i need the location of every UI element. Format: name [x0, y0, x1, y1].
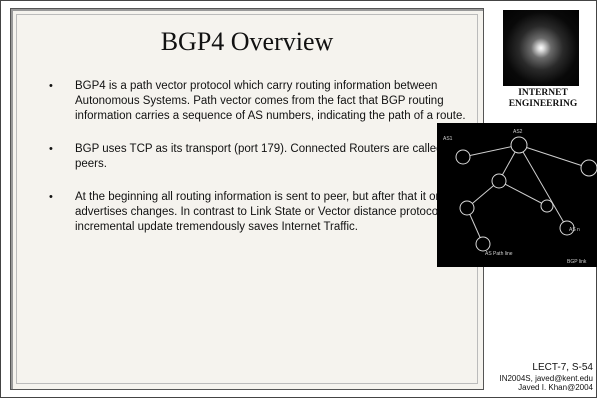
edge	[518, 144, 568, 229]
galaxy-image	[503, 10, 579, 86]
slide-number: LECT-7, S-54	[532, 362, 593, 373]
bullet-text: At the beginning all routing information…	[75, 191, 451, 233]
bullet-item: • BGP4 is a path vector protocol which c…	[49, 79, 469, 124]
edge	[518, 144, 590, 169]
bullet-list: • BGP4 is a path vector protocol which c…	[49, 79, 469, 253]
slide-footer: LECT-7, S-54 IN2004S, javed@kent.edu Jav…	[499, 362, 593, 392]
as-node	[540, 199, 554, 213]
internet-engineering-label: INTERNET ENGINEERING	[490, 88, 596, 110]
label-line-2: ENGINEERING	[508, 99, 578, 109]
node-label: AS2	[513, 129, 523, 135]
bullet-item: • BGP uses TCP as its transport (port 17…	[49, 142, 469, 172]
content-panel: BGP4 Overview • BGP4 is a path vector pr…	[10, 8, 484, 390]
edge	[462, 144, 520, 158]
label-line-1: INTERNET	[518, 88, 568, 98]
author-credit: Javed I. Khan@2004	[518, 383, 593, 392]
as-node	[580, 159, 597, 177]
as-node	[491, 173, 507, 189]
node-label: AS Path line	[485, 251, 513, 257]
bullet-marker: •	[49, 80, 53, 92]
node-label: AS n	[569, 227, 580, 233]
as-node	[455, 149, 471, 165]
course-email: IN2004S, javed@kent.edu	[499, 374, 593, 383]
bullet-text: BGP uses TCP as its transport (port 179)…	[75, 143, 443, 170]
as-node	[459, 200, 475, 216]
as-node	[475, 236, 491, 252]
network-svg: AS1 AS2 AS n AS Path line BGP link	[443, 129, 597, 265]
node-label: AS1	[443, 136, 453, 142]
as-node	[510, 136, 528, 154]
bullet-marker: •	[49, 143, 53, 155]
slide-title: BGP4 Overview	[160, 27, 334, 56]
bullet-marker: •	[49, 191, 53, 203]
as-network-diagram: AS1 AS2 AS n AS Path line BGP link	[437, 123, 597, 267]
node-label: BGP link	[567, 259, 587, 265]
as-node	[559, 220, 575, 236]
bullet-text: BGP4 is a path vector protocol which car…	[75, 80, 466, 122]
bullet-item: • At the beginning all routing informati…	[49, 190, 469, 235]
edge	[498, 180, 548, 207]
